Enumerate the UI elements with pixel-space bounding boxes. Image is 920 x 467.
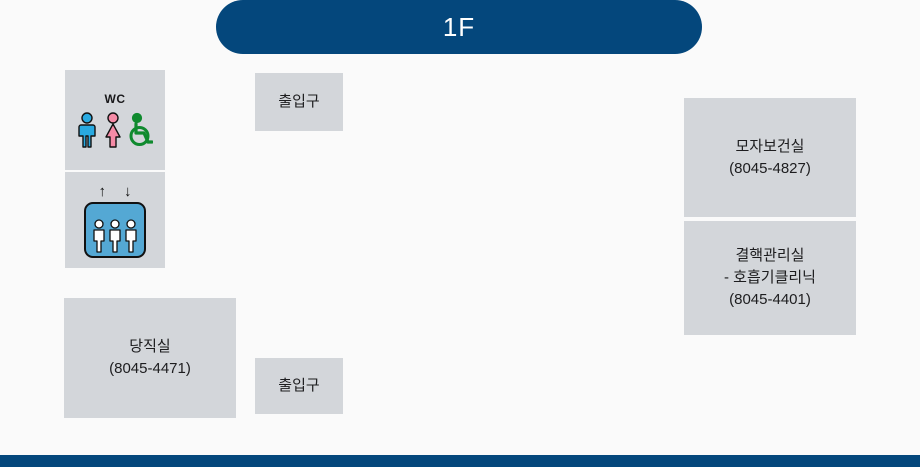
elevator-occupant-icon [109,219,121,253]
room-label: 결핵관리실 - 호흡기클리닉 (8045-4401) [724,247,816,308]
elevator-occupant-icon [93,219,105,253]
room-tuberculosis-clinic[interactable]: 결핵관리실 - 호흡기클리닉 (8045-4401) [684,221,856,335]
entrance-gate-bottom[interactable]: 출입구 [255,358,343,414]
room-duty-room[interactable]: 당직실 (8045-4471) [64,298,236,418]
male-figure-icon [78,112,96,148]
wheelchair-icon [129,112,153,146]
footer-bar [0,455,920,467]
facility-restroom[interactable]: WC [65,70,165,170]
restroom-label: WC [104,92,126,106]
room-maternal-child-health[interactable]: 모자보건실 (8045-4827) [684,98,856,217]
page-title: 1F [442,12,476,42]
restroom-icon [77,112,153,148]
elevator-direction-icons: ↑ ↓ [99,182,132,200]
female-figure-icon [105,112,121,148]
entrance-gate-top[interactable]: 출입구 [255,73,343,131]
elevator-occupant-icon [125,219,137,253]
arrow-up-icon: ↑ [98,182,107,200]
facility-elevator[interactable]: ↑ ↓ [65,172,165,268]
arrow-down-icon: ↓ [124,182,132,200]
elevator-icon [84,202,146,258]
entrance-label: 출입구 [278,377,320,395]
entrance-label: 출입구 [278,93,320,111]
room-label: 당직실 (8045-4471) [109,338,191,377]
room-label: 모자보건실 (8045-4827) [729,137,811,177]
floor-title-pill: 1F [216,0,702,54]
